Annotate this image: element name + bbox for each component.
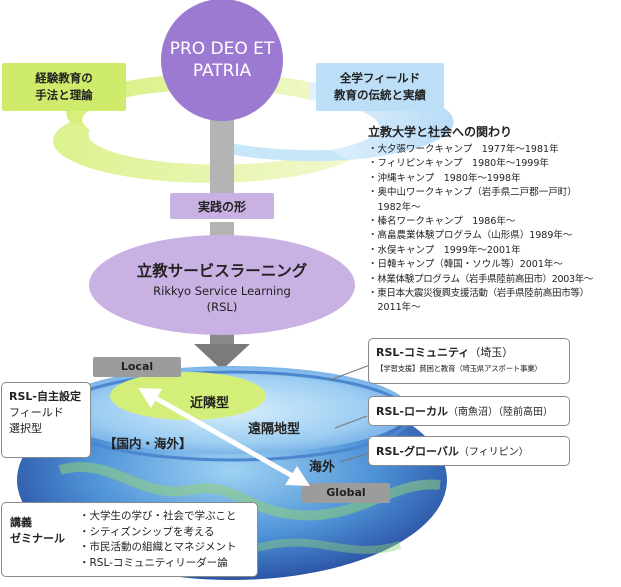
rsl-community-place: （埼玉） [469, 346, 514, 359]
history-item: ・榛名ワークキャンプ 1986年〜 [368, 216, 516, 228]
history-item: ・奥中山ワークキャンプ（岩手県二戸郡一戸町） [368, 187, 577, 199]
history-section: 立教大学と社会への関わり ・大夕張ワークキャンプ 1977年〜1981年 ・フィ… [368, 124, 618, 316]
rsl-community-note: 【学習支援】貧困と教育（埼玉県アスポート事業） [376, 364, 542, 373]
rsl-ellipse [89, 235, 355, 335]
history-item: ・大夕張ワークキャンプ 1977年〜1981年 [368, 144, 559, 155]
history-item: ・東日本大震災復興支援活動（岩手県陸前高田市等） [368, 288, 589, 300]
motto-circle [161, 0, 283, 121]
lectures-label2: ゼミナール [10, 532, 65, 545]
practice-band [170, 193, 274, 219]
zone-overseas: 海外 [309, 460, 336, 475]
rsl-local-place: （南魚沼）（陸前高田） [447, 407, 553, 418]
rsl-global-box: RSL-グローバル（フィリピン） [368, 436, 570, 466]
motto-line2: PATRIA [192, 61, 252, 81]
rsl-abbr: (RSL) [206, 300, 238, 314]
lectures-item: ・シティズンシップを考える [79, 525, 215, 538]
self-setting-box: RSL-自主設定 フィールド 選択型 [1, 382, 91, 458]
practice-label: 実践の形 [197, 200, 246, 214]
global-tag [302, 483, 390, 503]
community-connector [329, 364, 371, 381]
lectures-label1: 講義 [10, 516, 32, 529]
zone-near: 近隣型 [190, 396, 230, 411]
history-item: ・水俣キャンプ 1999年〜2001年 [368, 244, 521, 256]
left-note-box: 経験教育の 手法と理論 [2, 63, 126, 111]
self-setting-line2: 選択型 [9, 422, 42, 435]
down-arrow-icon [194, 344, 250, 370]
history-item: 2011年〜 [368, 302, 421, 314]
left-note-line1: 経験教育の [35, 71, 93, 85]
rsl-community-title: RSL-コミュニティ [376, 346, 470, 359]
right-note-line2: 教育の伝統と実績 [334, 88, 426, 102]
rsl-global-place: （フィリピン） [458, 447, 529, 458]
motto-line1: PRO DEO ET [169, 39, 275, 59]
lectures-item: ・大学生の学び・社会で学ぶこと [79, 510, 237, 522]
history-item: ・林業体験プログラム（岩手県陸前高田市）2003年〜 [368, 273, 594, 285]
right-note-line1: 全学フィールド [339, 71, 421, 85]
global-label: Global [326, 486, 366, 499]
lectures-box: 講義 ゼミナール ・大学生の学び・社会で学ぶこと ・シティズンシップを考える ・… [1, 502, 258, 577]
rsl-title: 立教サービスラーニング [136, 262, 308, 280]
local-tag [93, 357, 181, 377]
rsl-english: Rikkyo Service Learning [153, 284, 291, 298]
left-note-line2: 手法と理論 [35, 88, 93, 102]
local-label: Local [120, 360, 154, 373]
local-connector [334, 415, 368, 429]
self-setting-line1: フィールド [9, 406, 64, 419]
lectures-item: ・RSL-コミュニティリーダー論 [79, 556, 228, 569]
history-list: ・大夕張ワークキャンプ 1977年〜1981年 ・フィリピンキャンプ 1980年… [368, 143, 618, 316]
history-item: ・日韓キャンプ（韓国・ソウル等）2001年〜 [368, 259, 563, 271]
domestic-overseas-label: 【国内・海外】 [104, 436, 192, 451]
lectures-item: ・市民活動の組織とマネジメント [79, 541, 237, 553]
history-title: 立教大学と社会への関わり [368, 125, 513, 139]
history-item: ・沖縄キャンプ 1980年〜1998年 [368, 172, 521, 184]
rsl-local-title: RSL-ローカル [376, 405, 448, 418]
rsl-local-box: RSL-ローカル（南魚沼）（陸前高田） [368, 396, 570, 426]
zone-remote: 遠隔地型 [248, 422, 301, 437]
motto: PRO DEO ET PATRIA [162, 38, 282, 82]
history-item: ・高畠農業体験プログラム（山形県）1989年〜 [368, 230, 573, 242]
rsl-community-box: RSL-コミュニティ（埼玉） 【学習支援】貧困と教育（埼玉県アスポート事業） [368, 338, 570, 384]
local-global-arrow-icon [138, 388, 310, 486]
self-setting-title: RSL-自主設定 [9, 390, 81, 403]
rsl-block: 立教サービスラーニング Rikkyo Service Learning (RSL… [110, 261, 334, 315]
history-item: 1982年〜 [368, 201, 421, 213]
rsl-global-title: RSL-グローバル [376, 445, 459, 458]
history-item: ・フィリピンキャンプ 1980年〜1999年 [368, 158, 549, 170]
right-note-box: 全学フィールド 教育の伝統と実績 [316, 63, 444, 111]
lectures-list: ・大学生の学び・社会で学ぶこと ・シティズンシップを考える ・市民活動の組織とマ… [79, 509, 237, 571]
global-connector [339, 453, 368, 463]
